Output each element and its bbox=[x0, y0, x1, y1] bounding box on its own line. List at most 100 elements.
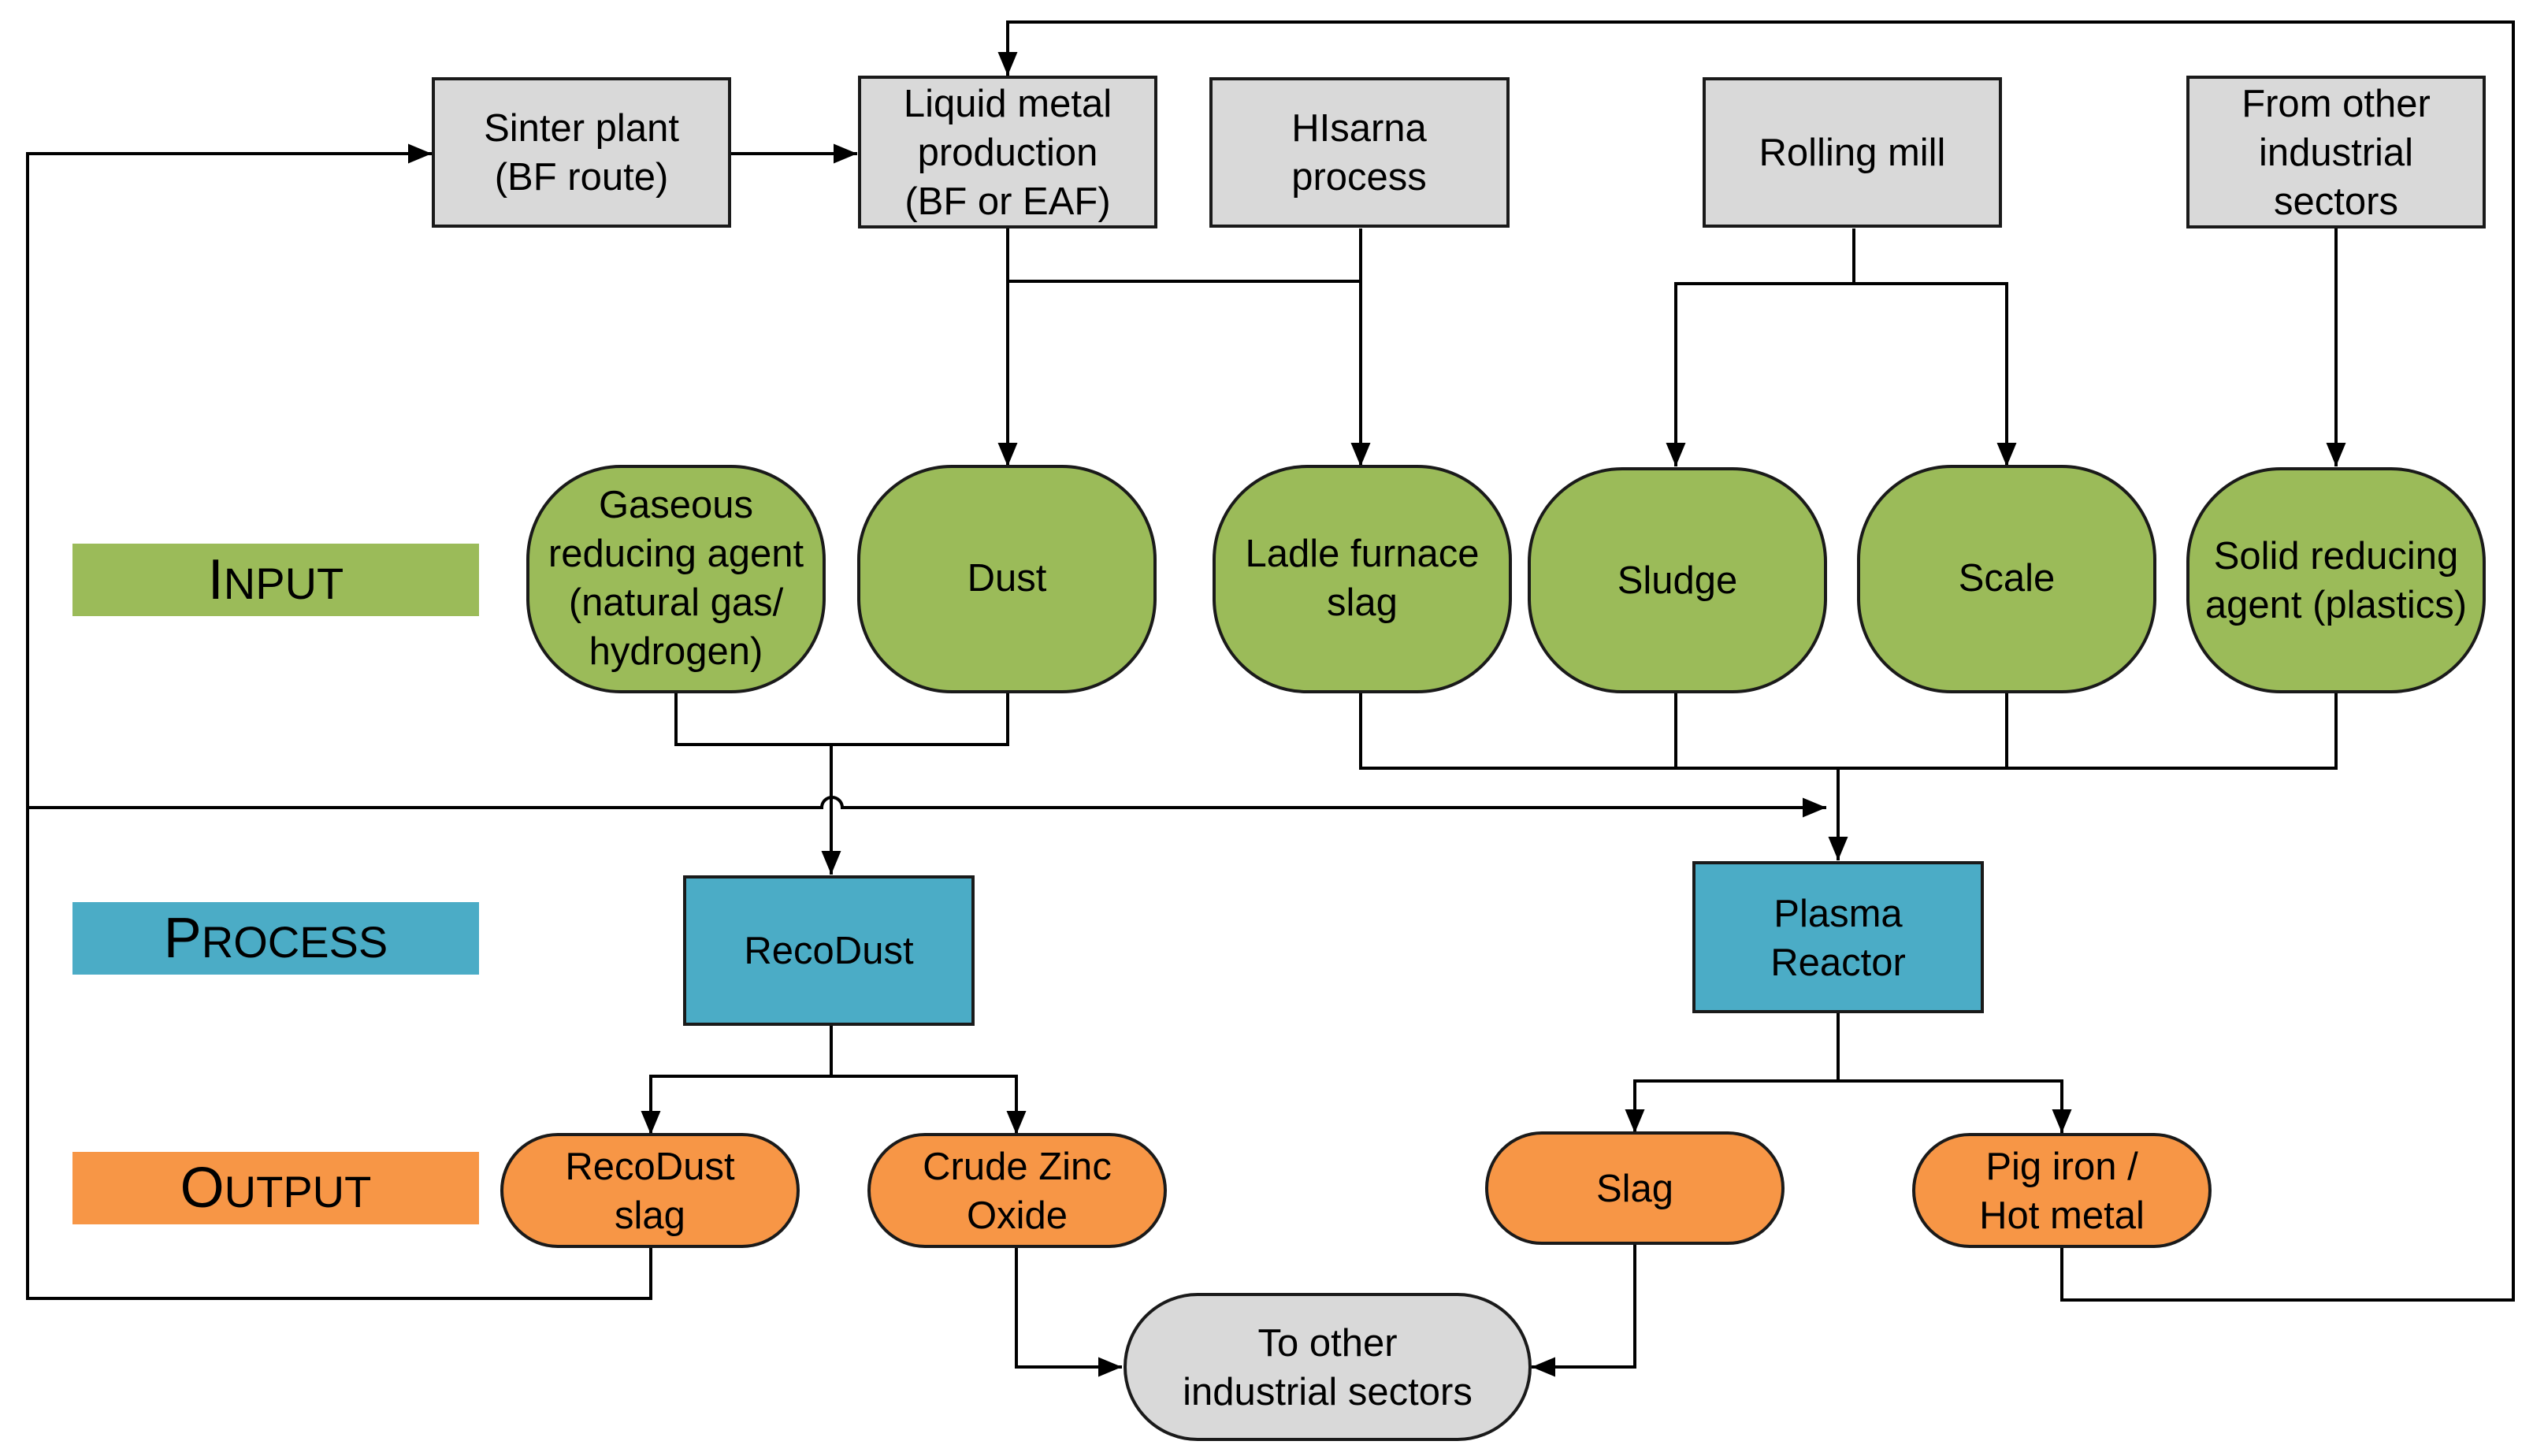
node-label-line: Hot metal bbox=[1979, 1194, 2145, 1237]
source-hisarna-process: HIsarna process bbox=[1209, 77, 1510, 228]
edge-recodust-slag-to-sinter-plant bbox=[26, 143, 652, 1300]
node-label-line: Ladle furnace bbox=[1246, 533, 1480, 575]
node-label-line: Scale bbox=[1959, 557, 2056, 600]
node-label-line: agent (plastics) bbox=[2205, 584, 2467, 626]
node-label: Scale bbox=[1959, 557, 2056, 600]
output-pig-iron-hot-metal: Pig iron / Hot metal bbox=[1912, 1133, 2212, 1248]
output-slag: Slag bbox=[1485, 1131, 1785, 1245]
node-label: RecoDust slag bbox=[565, 1146, 735, 1237]
node-label-line: (BF route) bbox=[495, 156, 669, 199]
node-label: Dust bbox=[968, 557, 1047, 600]
input-sludge: Sludge bbox=[1528, 467, 1827, 693]
source-rolling-mill: Rolling mill bbox=[1703, 77, 2002, 228]
section-input-initial: I bbox=[208, 548, 224, 611]
node-label-line: Sinter plant bbox=[484, 107, 679, 150]
connectors bbox=[26, 20, 2515, 1377]
edge-recodust-slag-to-plasma-reactor bbox=[28, 796, 1826, 818]
process-recodust: RecoDust bbox=[683, 875, 975, 1026]
edge-rolling-mill-to-scale bbox=[1854, 282, 2017, 466]
node-label-line: Gaseous bbox=[599, 484, 753, 526]
node-label: Rolling mill bbox=[1759, 132, 1946, 174]
node-label-line: Pig iron / bbox=[1985, 1146, 2138, 1188]
edge-recodust-to-zinc bbox=[831, 1075, 1027, 1135]
source-other-sectors: From other industrial sectors bbox=[2186, 76, 2486, 228]
section-process: PROCESS bbox=[72, 902, 479, 975]
node-label: Slag bbox=[1596, 1168, 1673, 1210]
node-label: Liquid metal production (BF or EAF) bbox=[904, 83, 1112, 223]
node-label-line: RecoDust bbox=[744, 930, 914, 972]
edge-inputs-join-plasma bbox=[1359, 692, 2338, 770]
node-label: RecoDust bbox=[744, 930, 914, 972]
node-label-line: Rolling mill bbox=[1759, 132, 1946, 174]
input-gaseous-reducing-agent: Gaseous reducing agent (natural gas/hydrog… bbox=[526, 465, 826, 693]
node-label-line: Plasma bbox=[1773, 893, 1903, 935]
node-label: Gaseous reducing agent (natural gas/hydrog… bbox=[548, 484, 804, 673]
input-solid-reducing-agent: Solid reducing agent (plastics) bbox=[2186, 467, 2486, 693]
section-output-rest: UTPUT bbox=[225, 1167, 372, 1216]
section-output-initial: O bbox=[180, 1157, 225, 1220]
edge-gaseous-agent-down bbox=[674, 692, 1009, 746]
node-label-line: slag bbox=[615, 1194, 685, 1237]
edge-rolling-mill-to-sludge bbox=[1666, 282, 1854, 466]
node-label-line: sectors bbox=[2274, 180, 2398, 223]
svg-text:INPUT: INPUT bbox=[208, 548, 344, 611]
section-input-band bbox=[72, 544, 479, 616]
node-label: Ladle furnace slag bbox=[1246, 533, 1480, 624]
node-label: Sinter plant (BF route) bbox=[484, 107, 679, 199]
node-label-line: HIsarna bbox=[1291, 107, 1427, 150]
section-output: OUTPUT bbox=[72, 1152, 479, 1224]
node-label-line: Crude Zinc bbox=[923, 1146, 1112, 1188]
node-label: HIsarna process bbox=[1291, 107, 1427, 199]
output-recodust-slag: RecoDust slag bbox=[500, 1133, 800, 1248]
section-output-band bbox=[72, 1152, 479, 1224]
node-label-line: (natural gas/ bbox=[569, 581, 784, 624]
node-label-line: industrial sectors bbox=[1183, 1371, 1473, 1413]
svg-text:OUTPUT: OUTPUT bbox=[180, 1157, 372, 1220]
edge-plasma-to-pig-iron bbox=[1838, 1079, 2072, 1133]
source-liquid-metal-production: Liquid metal production (BF or EAF) bbox=[858, 76, 1157, 228]
section-input-rest: NPUT bbox=[224, 559, 344, 608]
node-label-line: To other bbox=[1257, 1322, 1397, 1365]
node-label-line: Sludge bbox=[1617, 559, 1738, 602]
node-label: From other industrial sectors bbox=[2241, 83, 2431, 223]
node-label-line: production bbox=[918, 132, 1098, 174]
node-label: Sludge bbox=[1617, 559, 1738, 602]
section-process-initial: P bbox=[164, 907, 202, 970]
section-input: INPUT bbox=[72, 544, 479, 616]
source-sinter-plant: Sinter plant (BF route) bbox=[432, 77, 731, 228]
input-scale: Scale bbox=[1857, 465, 2156, 693]
svg-text:PROCESS: PROCESS bbox=[164, 907, 388, 970]
node-label-line: Slag bbox=[1596, 1168, 1673, 1210]
node-label-line: (BF or EAF) bbox=[904, 180, 1110, 223]
node-label-line: Liquid metal bbox=[904, 83, 1112, 125]
node-label-line: Oxide bbox=[967, 1194, 1068, 1237]
edge-recodust-outputs bbox=[641, 1026, 833, 1135]
node-label-line: Reactor bbox=[1770, 942, 1906, 984]
section-process-band bbox=[72, 902, 479, 975]
node-label-line: reducing agent bbox=[548, 533, 804, 575]
node-label-line: hydrogen) bbox=[589, 630, 763, 673]
node-label: Solid reducing agent (plastics) bbox=[2205, 535, 2467, 626]
node-label-line: Solid reducing bbox=[2214, 535, 2459, 578]
input-ladle-furnace-slag: Ladle furnace slag bbox=[1213, 465, 1512, 693]
node-label-line: industrial bbox=[2259, 132, 2413, 174]
node-label-line: slag bbox=[1327, 581, 1398, 624]
node-label-line: From other bbox=[2241, 83, 2431, 125]
node-label: Pig iron / Hot metal bbox=[1979, 1146, 2145, 1237]
sink-other-industrial-sectors: To other industrial sectors bbox=[1124, 1293, 1532, 1441]
node-label-line: Dust bbox=[968, 557, 1047, 600]
edge-zinc-to-other-sectors bbox=[1015, 1248, 1122, 1377]
edge-plasma-outputs bbox=[1625, 1012, 1840, 1133]
section-process-rest: ROCESS bbox=[202, 917, 388, 967]
input-dust: Dust bbox=[857, 465, 1157, 693]
edge-pig-iron-to-liquid-metal bbox=[997, 20, 2515, 1302]
node-label-line: RecoDust bbox=[565, 1146, 735, 1188]
node-label-line: process bbox=[1291, 156, 1427, 199]
edge-slag-to-other-sectors bbox=[1532, 1245, 1636, 1377]
node-label: To other industrial sectors bbox=[1183, 1322, 1473, 1413]
